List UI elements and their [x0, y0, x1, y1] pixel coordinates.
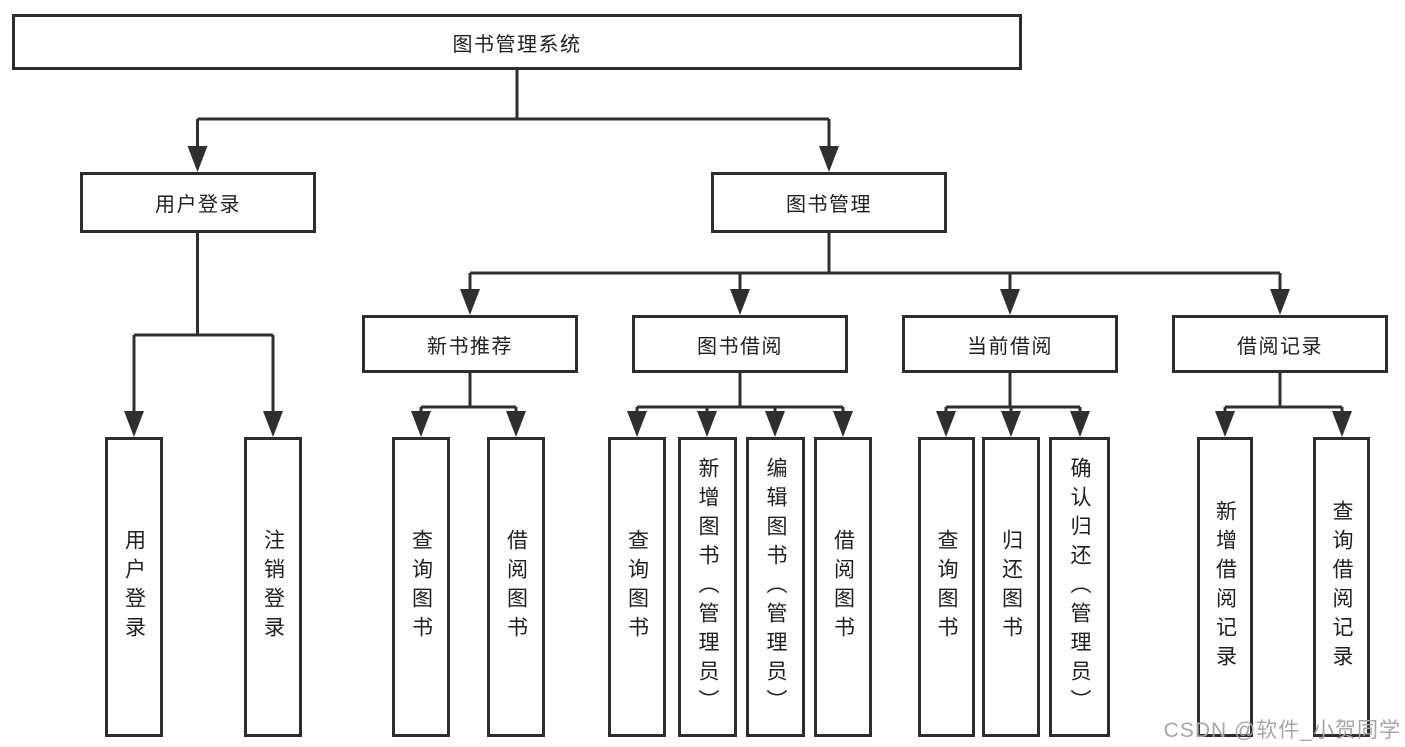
- leaf-query-books-recommend: 查询图书: [392, 437, 450, 737]
- leaf-edit-books-admin: 编辑图书（管理员）: [746, 437, 805, 737]
- leaf-add-books-admin: 新增图书（管理员）: [678, 437, 737, 737]
- leaf-confirm-return-admin: 确认归还（管理员）: [1049, 437, 1110, 737]
- leaf-logout: 注销登录: [244, 437, 302, 737]
- node-new-book-recommend: 新书推荐: [362, 315, 578, 373]
- leaf-query-borrow-record: 查询借阅记录: [1313, 437, 1370, 737]
- leaf-query-books-borrow: 查询图书: [608, 437, 666, 737]
- leaf-return-books: 归还图书: [982, 437, 1040, 737]
- node-borrow-records: 借阅记录: [1172, 315, 1388, 373]
- csdn-watermark: CSDN @软件_小贺同学: [1163, 719, 1401, 742]
- arrowheads: [124, 146, 1352, 437]
- node-book-borrow: 图书借阅: [632, 315, 848, 373]
- leaf-user-login: 用户登录: [105, 437, 163, 737]
- node-book-management: 图书管理: [711, 172, 947, 233]
- node-user-login: 用户登录: [80, 172, 316, 233]
- leaf-add-borrow-record: 新增借阅记录: [1197, 437, 1253, 737]
- leaf-borrow-books-recommend: 借阅图书: [487, 437, 545, 737]
- leaf-query-books-current: 查询图书: [918, 437, 975, 737]
- node-current-borrow: 当前借阅: [902, 315, 1118, 373]
- leaf-borrow-books: 借阅图书: [814, 437, 872, 737]
- node-root-library-system: 图书管理系统: [12, 14, 1022, 70]
